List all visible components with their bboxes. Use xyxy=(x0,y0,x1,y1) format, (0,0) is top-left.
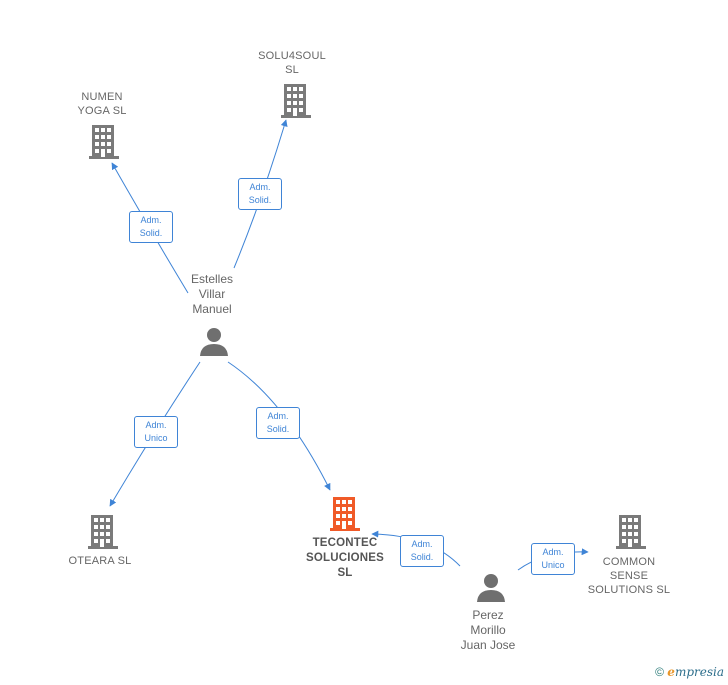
building-icon[interactable] xyxy=(89,125,119,159)
person-icon[interactable] xyxy=(199,327,229,357)
relation-badge-estelles-solu4soul[interactable]: Adm. Solid. xyxy=(238,178,282,210)
brand-logo-text: mpresia xyxy=(674,665,724,679)
relation-badge-estelles-oteara[interactable]: Adm. Unico xyxy=(134,416,178,448)
person-icon[interactable] xyxy=(476,573,506,603)
relation-badge-estelles-numen[interactable]: Adm. Solid. xyxy=(129,211,173,243)
building-icon[interactable] xyxy=(616,515,646,549)
person-label-perez: Perez Morillo Juan Jose xyxy=(460,608,516,652)
copyright-symbol: © xyxy=(655,665,664,679)
person-label-estelles: Estelles Villar Manuel xyxy=(190,272,234,316)
company-label-oteara: OTEARA SL xyxy=(68,555,132,567)
relation-badge-perez-tecontec[interactable]: Adm. Solid. xyxy=(400,535,444,567)
building-icon[interactable] xyxy=(281,84,311,118)
brand-footer: © empresia xyxy=(655,665,724,679)
relation-badge-estelles-tecontec[interactable]: Adm. Solid. xyxy=(256,407,300,439)
relation-badge-perez-common[interactable]: Adm. Unico xyxy=(531,543,575,575)
brand-logo-e: e xyxy=(667,665,675,679)
company-label-common: COMMON SENSE SOLUTIONS SL xyxy=(587,556,671,596)
company-label-solu4soul: SOLU4SOUL SL xyxy=(258,50,326,76)
building-icon[interactable] xyxy=(88,515,118,549)
building-icon-highlighted[interactable] xyxy=(330,497,360,531)
company-label-numen: NUMEN YOGA SL xyxy=(77,91,127,117)
company-label-tecontec: TECONTEC SOLUCIONES SL xyxy=(305,537,385,579)
